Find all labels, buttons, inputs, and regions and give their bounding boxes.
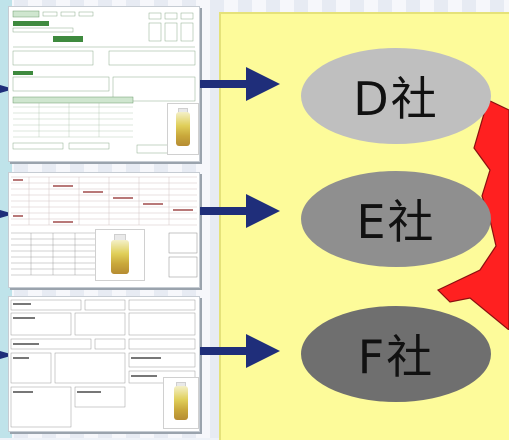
form-sheet-d-graphic xyxy=(12,10,196,154)
document-thumbnail-d xyxy=(8,6,200,162)
tea-bottle-image xyxy=(163,377,199,429)
left-arrow-tip-icon xyxy=(0,210,14,218)
company-e-label: E社 xyxy=(356,195,436,249)
arrow-right-icon xyxy=(200,334,280,368)
tea-bottle-image xyxy=(167,103,199,155)
red-connector-shape xyxy=(436,100,509,330)
company-f-label: F社 xyxy=(357,330,435,384)
arrow-right-icon xyxy=(200,67,280,101)
company-f-ellipse: F社 xyxy=(301,306,491,402)
form-sheet-f-graphic xyxy=(10,299,196,428)
document-thumbnail-e xyxy=(8,172,200,288)
company-d-label: D社 xyxy=(353,72,439,126)
company-e-ellipse: E社 xyxy=(301,171,491,267)
arrow-right-icon xyxy=(200,194,280,228)
document-thumbnail-f xyxy=(8,296,200,432)
left-arrow-tip-icon xyxy=(0,351,14,359)
tea-bottle-image xyxy=(95,229,145,281)
company-d-ellipse: D社 xyxy=(301,48,491,144)
left-arrow-tip-icon xyxy=(0,85,14,93)
